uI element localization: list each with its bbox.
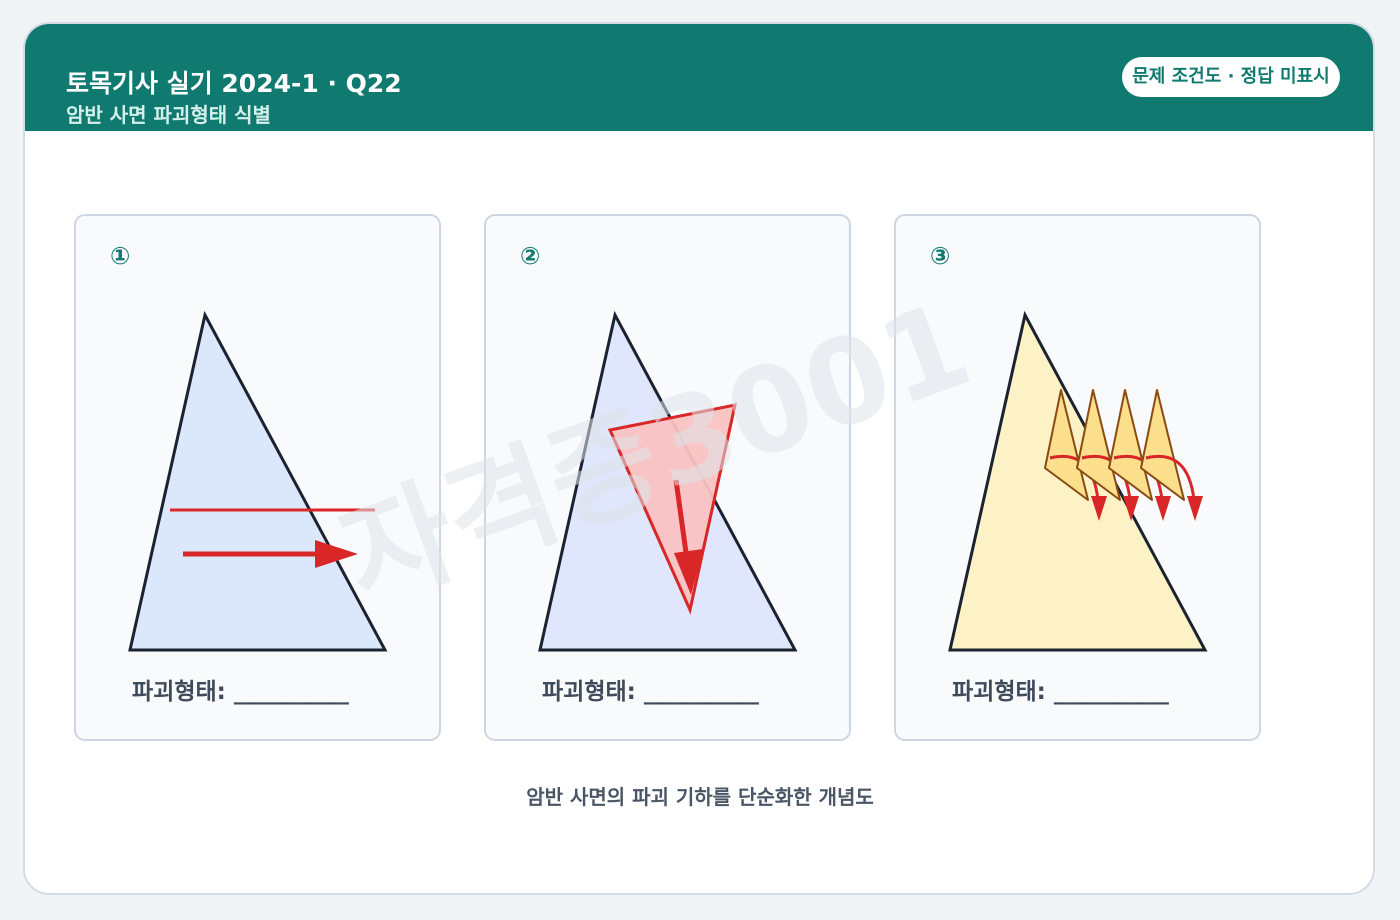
slope-1 xyxy=(128,310,388,652)
slide-arrow-1-head xyxy=(315,540,358,568)
panel-1-label: 파괴형태: __________ xyxy=(132,679,349,705)
panel-2-number: ② xyxy=(520,242,540,270)
toppling-blocks xyxy=(1044,389,1203,521)
panel-1-number: ① xyxy=(110,242,130,270)
toppling-block-1 xyxy=(1044,389,1089,501)
panel-1: ① 파괴형태: __________ xyxy=(74,214,441,741)
panel-3-number: ③ xyxy=(930,242,950,270)
figure-caption: 암반 사면의 파괴 기하를 단순화한 개념도 xyxy=(526,785,874,809)
topple-arrow-4 xyxy=(1145,454,1196,501)
page-title: 토목기사 실기 2024-1 · Q22 xyxy=(66,69,402,98)
topple-arrow-head-1 xyxy=(1091,496,1107,521)
page-subtitle: 암반 사면 파괴형태 식별 xyxy=(66,103,271,127)
toppling-block-2 xyxy=(1076,389,1121,501)
panel-3: ③ 파괴형태: __________ xyxy=(894,214,1261,741)
topple-arrow-head-3 xyxy=(1155,496,1171,521)
status-badge: 문제 조건도 · 정답 미표시 xyxy=(1122,57,1340,97)
slide-arrow-2-head xyxy=(674,549,703,595)
toppling-block-4 xyxy=(1140,389,1185,501)
wedge-block xyxy=(607,403,737,615)
toppling-block-3 xyxy=(1108,389,1153,501)
panel-2-label: 파괴형태: __________ xyxy=(542,679,759,705)
topple-arrow-head-4 xyxy=(1187,496,1203,521)
slide-arrow-2-shaft xyxy=(673,479,690,561)
header-bar: 토목기사 실기 2024-1 · Q22 암반 사면 파괴형태 식별 문제 조건… xyxy=(25,24,1373,131)
topple-arrow-head-2 xyxy=(1123,496,1139,521)
panel-2: ② 파괴형태: __________ xyxy=(484,214,851,741)
panel-3-label: 파괴형태: __________ xyxy=(952,679,1169,705)
